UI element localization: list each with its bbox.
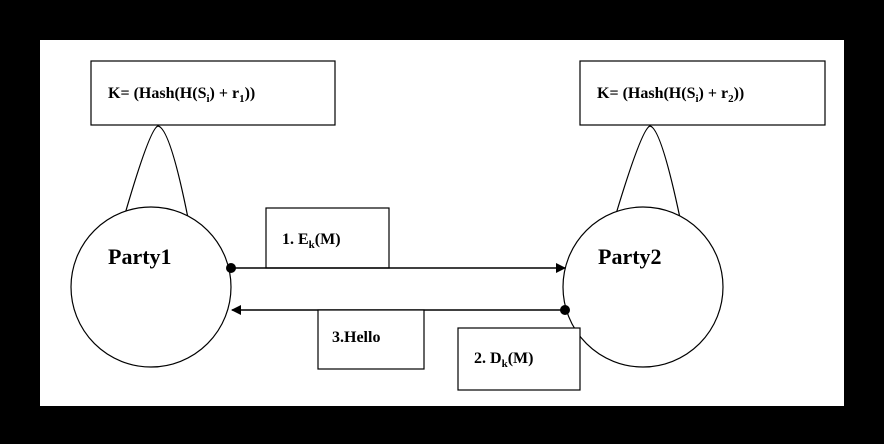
- party1-key-connector: [124, 125, 189, 219]
- message2-box: [457, 327, 581, 391]
- party1-node: [70, 206, 232, 368]
- arrow2-origin-dot: [560, 305, 570, 315]
- party2-key-formula: K= (Hash(H(Si) + r2)): [597, 85, 744, 105]
- message2-label: 2. Dk(M): [474, 350, 533, 370]
- party2-key-box: [579, 60, 826, 126]
- message3-box: [317, 309, 425, 370]
- message1-box: [265, 207, 390, 269]
- party2-label: Party2: [598, 244, 662, 269]
- party2-key-connector: [615, 125, 681, 219]
- arrow1-origin-dot: [226, 263, 236, 273]
- party1-key-formula: K= (Hash(H(Si) + r1)): [108, 85, 255, 105]
- message1-label: 1. Ek(M): [282, 231, 341, 251]
- party1-label: Party1: [108, 244, 172, 269]
- message3-label: 3.Hello: [332, 329, 380, 346]
- party2-node: [562, 206, 724, 368]
- party1-key-box: [90, 60, 336, 126]
